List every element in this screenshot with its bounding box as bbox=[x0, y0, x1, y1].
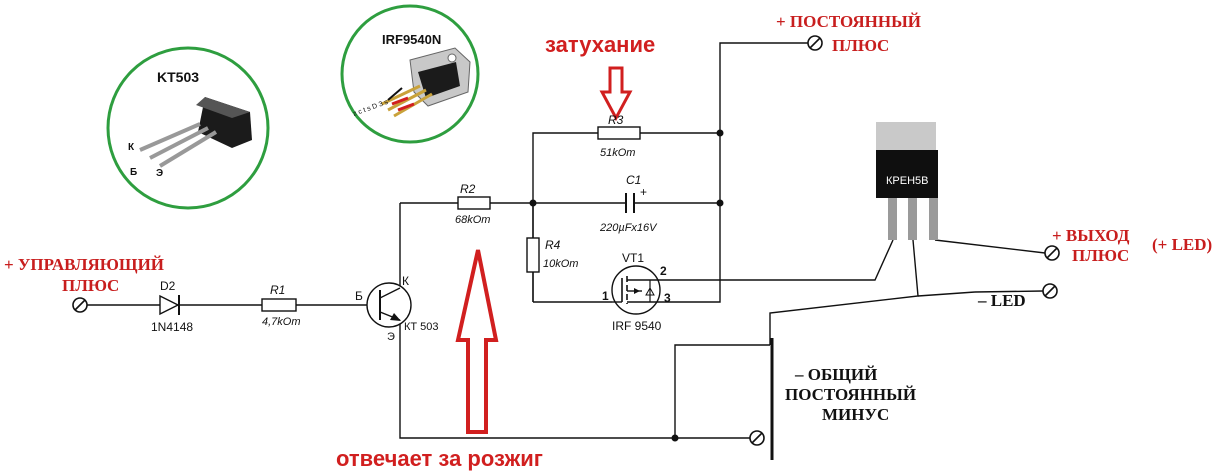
minus-led-terminal bbox=[1042, 283, 1058, 299]
r4-name: R4 bbox=[545, 238, 561, 252]
regulator-kren5v: КРЕН5В bbox=[876, 122, 938, 240]
capacitor-c1: C1 + 220µFx16V bbox=[599, 173, 658, 234]
ignition-label: отвечает за розжиг bbox=[336, 446, 543, 471]
vt1-pin2: 2 bbox=[660, 264, 667, 278]
output-led-label: (+ LED) bbox=[1152, 235, 1212, 254]
regulator-label: КРЕН5В bbox=[886, 175, 928, 187]
kt503-pin-k-label: К bbox=[128, 142, 135, 153]
common-minus-terminal bbox=[749, 430, 765, 446]
r3-value: 51kOm bbox=[600, 147, 635, 159]
d2-value: 1N4148 bbox=[151, 320, 193, 334]
transistor-kt503: Б К Э КТ 503 bbox=[355, 274, 439, 343]
fade-arrow bbox=[599, 66, 633, 122]
ignition-arrow bbox=[455, 249, 499, 434]
vt1-name: VT1 bbox=[622, 251, 644, 265]
kt503-inset-title: KT503 bbox=[157, 69, 199, 85]
vt1-pin3: 3 bbox=[664, 291, 671, 305]
kt503-inset: KT503 К Б Э bbox=[106, 46, 270, 210]
control-label-line2: ПЛЮС bbox=[62, 276, 119, 295]
resistor-r4: R4 10kOm bbox=[526, 237, 578, 273]
output-label-line1: + ВЫХОД bbox=[1052, 226, 1130, 245]
output-plus-terminal bbox=[1044, 245, 1060, 261]
c1-value: 220µFx16V bbox=[599, 222, 658, 234]
plus-const-label-line2: ПЛЮС bbox=[832, 36, 889, 55]
kt503-pin-b-label: Б bbox=[130, 167, 137, 178]
resistor-r1: R1 4,7kOm bbox=[261, 283, 301, 328]
mosfet-vt1: VT1 1 2 3 IRF 9540 bbox=[602, 251, 671, 333]
c1-plus: + bbox=[640, 185, 647, 199]
diode-d2: D2 1N4148 bbox=[151, 279, 193, 334]
q-value: КТ 503 bbox=[404, 321, 439, 333]
common-minus-line1: – ОБЩИЙ bbox=[794, 365, 877, 384]
irf-inset-title: IRF9540N bbox=[382, 32, 441, 47]
plus-const-terminal bbox=[807, 35, 823, 51]
q-base-label: Б bbox=[355, 289, 363, 303]
control-plus-terminal bbox=[72, 297, 88, 313]
fade-label: затухание bbox=[545, 32, 655, 57]
c1-name: C1 bbox=[626, 173, 641, 187]
q-emitter-label: Э bbox=[387, 331, 395, 343]
r1-value: 4,7kOm bbox=[262, 316, 301, 328]
r2-name: R2 bbox=[460, 182, 476, 196]
r3-name: R3 bbox=[608, 113, 624, 127]
r1-name: R1 bbox=[270, 283, 285, 297]
minus-led-label: – LED bbox=[977, 291, 1026, 310]
plus-const-label-line1: + ПОСТОЯННЫЙ bbox=[776, 12, 921, 31]
to220-package-icon bbox=[381, 47, 471, 118]
r4-value: 10kOm bbox=[543, 258, 578, 270]
common-minus-line2: ПОСТОЯННЫЙ bbox=[785, 385, 916, 404]
kt503-pin-e-label: Э bbox=[156, 168, 163, 179]
junction-dots bbox=[529, 129, 724, 442]
resistor-r3: R3 51kOm bbox=[597, 113, 641, 159]
common-minus-line3: МИНУС bbox=[822, 405, 889, 424]
irf9540n-inset: IRF9540N z c t s D 3 s bbox=[340, 4, 480, 144]
q-collector-label: К bbox=[402, 274, 409, 288]
control-label-line1: + УПРАВЛЯЮЩИЙ bbox=[4, 255, 164, 274]
resistor-r2: R2 68kOm bbox=[455, 182, 491, 226]
d2-name: D2 bbox=[160, 279, 176, 293]
r2-value: 68kOm bbox=[455, 214, 490, 226]
kt503-package-icon bbox=[139, 97, 252, 168]
vt1-value: IRF 9540 bbox=[612, 319, 662, 333]
output-label-line2: ПЛЮС bbox=[1072, 246, 1129, 265]
vt1-pin1: 1 bbox=[602, 289, 609, 303]
